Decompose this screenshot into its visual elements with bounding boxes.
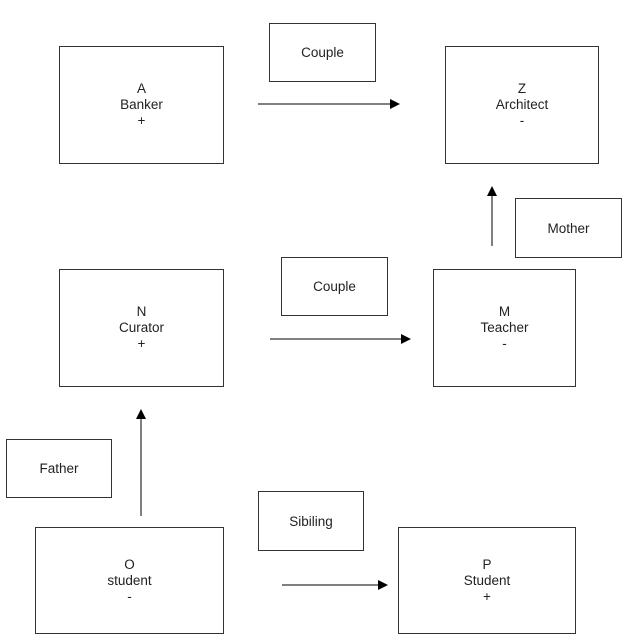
node-p: P Student + [398,527,576,634]
node-m-sign: - [502,336,507,351]
relation-label-n-m: Couple [281,257,388,316]
relation-label-o-p: Sibiling [258,491,364,551]
node-p-sign: + [483,588,491,604]
node-z-id: Z [517,81,527,96]
relation-label-o-n: Father [6,439,112,498]
node-a-id: A [136,81,146,96]
node-n-role: Curator [118,320,164,335]
node-m-id: M [498,304,511,319]
node-p-role: Student [463,572,511,588]
node-z-role: Architect [495,97,549,112]
node-o-role: student [107,572,152,588]
node-m-role: Teacher [480,320,529,335]
node-n-sign: + [137,336,146,351]
node-a-sign: + [137,113,146,128]
node-p-id: P [482,556,492,572]
relation-label-m-z: Mother [515,198,622,258]
node-n-id: N [136,304,147,319]
node-m: M Teacher - [433,269,576,387]
node-o-id: O [124,556,135,572]
node-z-sign: - [519,113,525,128]
node-o: O student - [35,527,224,634]
node-a: A Banker + [59,46,224,164]
node-n: N Curator + [59,269,224,387]
node-o-sign: - [127,588,132,604]
node-z: Z Architect - [445,46,599,164]
relation-label-a-z: Couple [269,23,376,82]
node-a-role: Banker [120,97,163,112]
